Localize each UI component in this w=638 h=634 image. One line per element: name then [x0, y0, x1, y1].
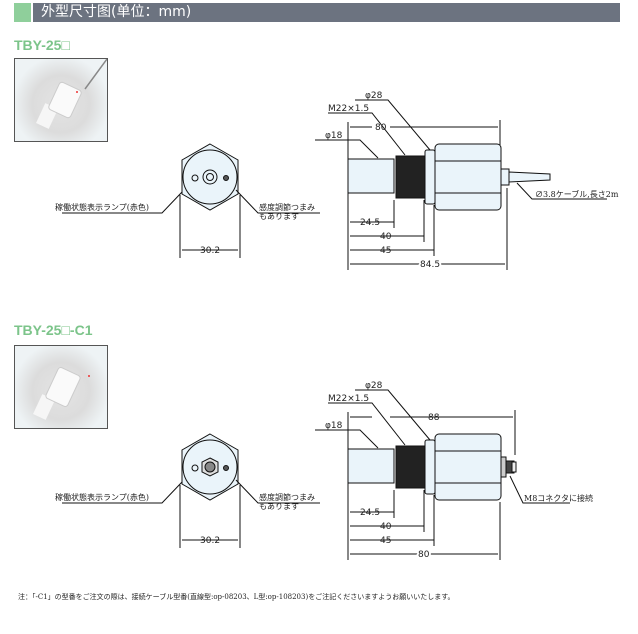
model-title-2: TBY-25□-C1 [14, 322, 93, 338]
knob-label-2: もあります [259, 502, 299, 511]
hex-front-view [181, 143, 239, 211]
connector-label: M8コネクタに接続 [524, 493, 593, 503]
drawing-section-1: 30.2 稼働状態表示ランプ(赤色) 感度調節つまみ もあります φ28 M22… [55, 91, 619, 272]
knob-label-2: もあります [259, 212, 299, 221]
lamp-label: 稼働状態表示ランプ(赤色) [55, 202, 149, 212]
dim-overall-bottom: 84.5 [420, 260, 440, 270]
footnote: 注：「-C1」の型番をご注文の際は、接続ケーブル型番(直線型:op-08203、… [18, 593, 455, 601]
dim-phi18: φ18 [325, 131, 343, 141]
lamp-label: 稼働状態表示ランプ(赤色) [55, 492, 149, 502]
dim-thread: M22×1.5 [328, 394, 369, 404]
dim-width: 30.2 [200, 536, 220, 546]
knob-label: 感度調節つまみ [259, 202, 315, 212]
dim-phi28: φ28 [365, 91, 383, 101]
dim-d2: 40 [380, 522, 392, 532]
dim-d1: 24.5 [360, 508, 380, 518]
product-photo-2 [14, 345, 108, 429]
lamp-icon [191, 464, 199, 472]
dim-d2: 40 [380, 232, 392, 242]
dim-thread: M22×1.5 [328, 104, 369, 114]
knob-label: 感度調節つまみ [259, 492, 315, 502]
dim-overall-top: 80 [375, 123, 387, 133]
header-accent [14, 3, 31, 22]
model-title-1: TBY-25□ [14, 37, 70, 53]
drawing-section-2: 30.2 稼働状態表示ランプ(赤色) 感度調節つまみ もあります φ28 M22… [55, 381, 593, 562]
cable-label: ∅3.8ケーブル,長さ2m [535, 189, 619, 199]
dim-d3: 45 [380, 536, 391, 546]
dim-overall-bottom: 80 [418, 550, 430, 560]
lamp-icon [191, 174, 199, 182]
dim-phi18: φ18 [325, 421, 343, 431]
dim-d3: 45 [380, 246, 391, 256]
dim-phi28: φ28 [365, 381, 383, 391]
dim-overall-top: 88 [428, 413, 440, 423]
dim-d1: 24.5 [360, 218, 380, 228]
dim-width: 30.2 [200, 246, 220, 256]
page-title: 外型尺寸图(单位：mm) [33, 3, 620, 22]
product-photo-1 [14, 58, 108, 142]
